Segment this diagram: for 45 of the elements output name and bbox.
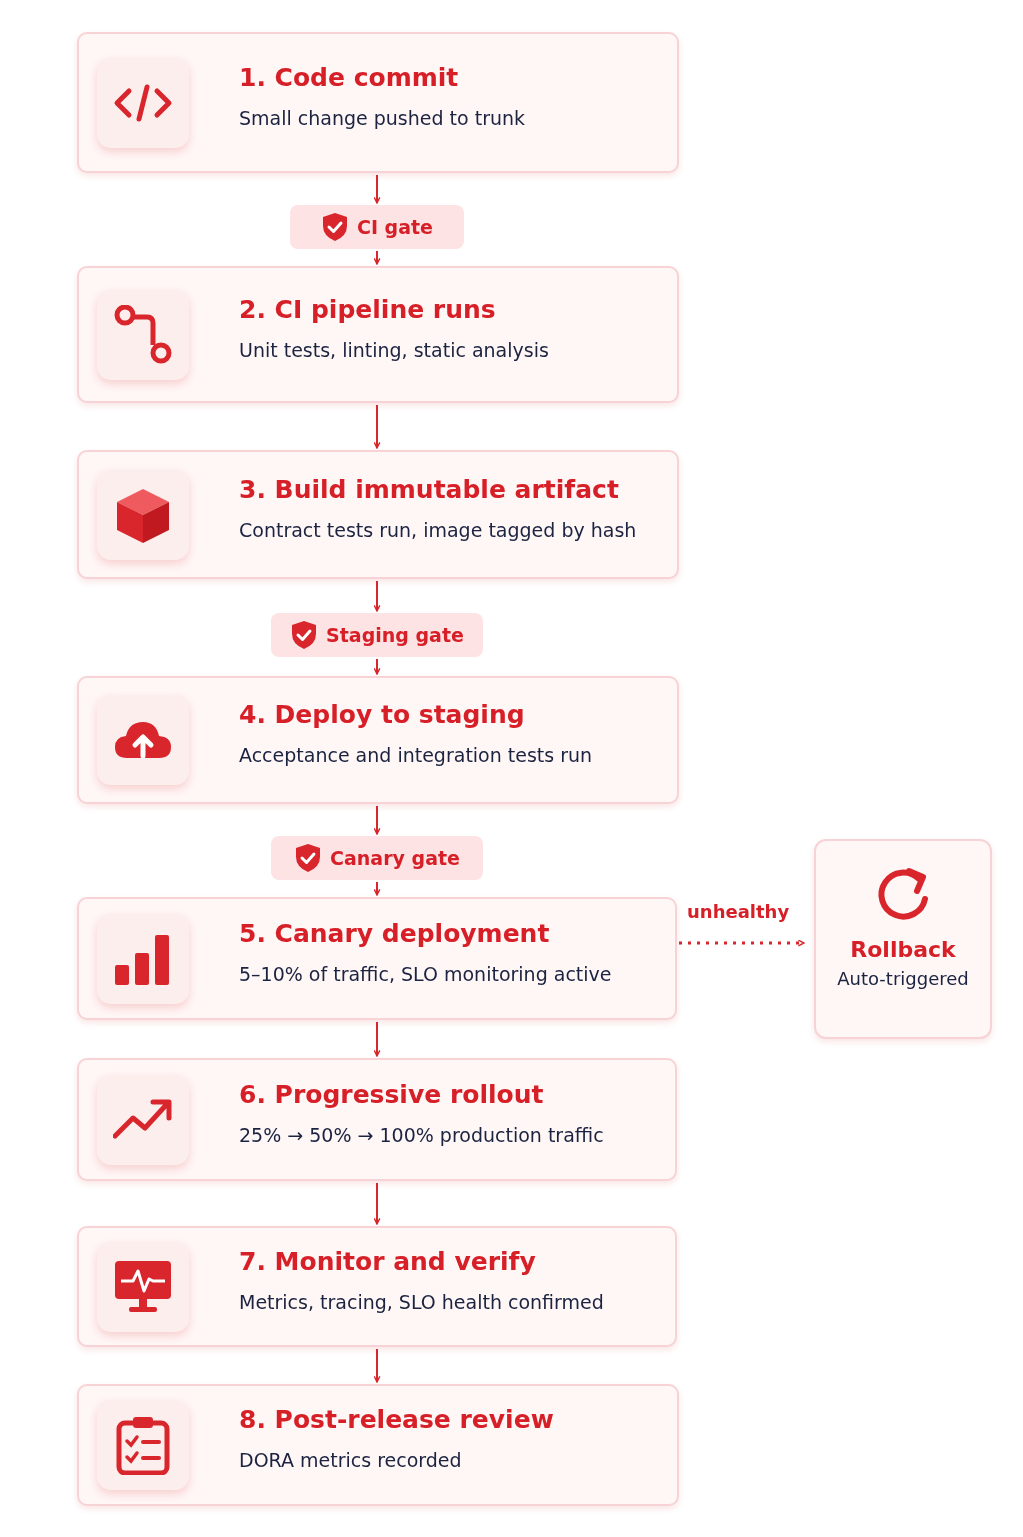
arrow <box>373 580 381 612</box>
step-card <box>77 1226 677 1347</box>
step-description: DORA metrics recorded <box>239 1449 462 1471</box>
gate-label: Canary gate <box>330 847 460 869</box>
step-card <box>77 450 679 579</box>
step-description: Unit tests, linting, static analysis <box>239 338 549 361</box>
step-title: 1. Code commit <box>239 62 459 92</box>
step-title: 6. Progressive rollout <box>239 1079 544 1109</box>
step-card <box>77 676 679 804</box>
rollback-title: Rollback <box>849 937 957 962</box>
gate-label: CI gate <box>357 216 433 238</box>
step-description: Metrics, tracing, SLO health confirmed <box>239 1290 604 1313</box>
gate-badge <box>271 836 483 880</box>
arrow <box>373 805 381 835</box>
step-title: 8. Post-release review <box>239 1405 554 1434</box>
edge-label: unhealthy <box>685 901 792 922</box>
rollback-description: Auto-triggered <box>836 968 970 989</box>
step-card <box>77 1058 677 1181</box>
step-card <box>77 1384 679 1506</box>
gate-badge <box>290 205 464 249</box>
step-description: Small change pushed to trunk <box>239 106 526 129</box>
step-card <box>77 897 677 1020</box>
dotted-arrow <box>679 939 805 947</box>
gate-badge <box>271 613 483 657</box>
step-card <box>77 32 679 173</box>
step-description: Acceptance and integration tests run <box>239 744 593 766</box>
step-title: 4. Deploy to staging <box>239 700 525 729</box>
arrow <box>373 1348 381 1383</box>
step-card <box>77 266 679 403</box>
arrow <box>373 404 381 449</box>
step-description: Contract tests run, image tagged by hash <box>239 518 637 541</box>
arrow <box>373 1021 381 1057</box>
arrow <box>373 658 381 675</box>
step-title: 3. Build immutable artifact <box>239 474 619 504</box>
step-description: 5–10% of traffic, SLO monitoring active <box>239 962 612 985</box>
arrow <box>373 250 381 265</box>
arrow <box>373 881 381 896</box>
step-description: 25% → 50% → 100% production traffic <box>239 1123 604 1146</box>
arrow <box>373 1182 381 1225</box>
step-title: 5. Canary deployment <box>239 918 550 948</box>
step-title: 7. Monitor and verify <box>239 1246 536 1276</box>
rollback-card <box>814 839 992 1039</box>
gate-label: Staging gate <box>326 624 464 646</box>
step-title: 2. CI pipeline runs <box>239 294 496 324</box>
arrow <box>373 174 381 204</box>
